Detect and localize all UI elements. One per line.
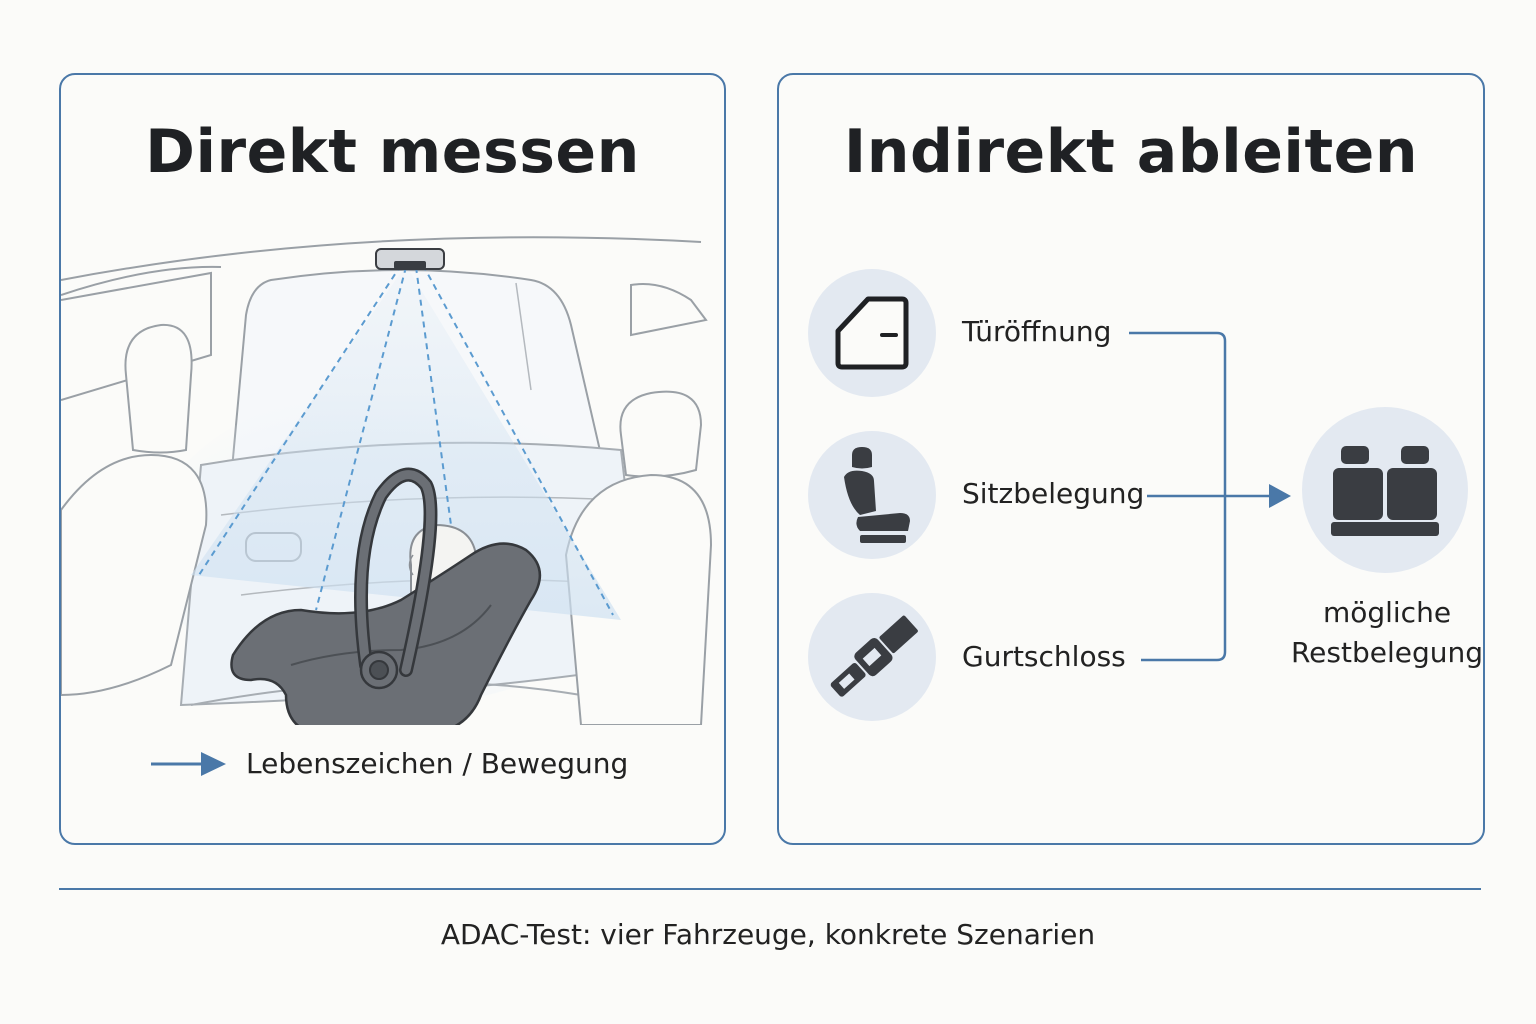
car-seat-icon <box>844 447 910 543</box>
buckle-icon-circle <box>808 593 936 721</box>
divider-line <box>59 888 1481 890</box>
arrow-right-icon <box>151 751 226 776</box>
connector-lines <box>1129 331 1291 662</box>
front-seat-left-headrest <box>124 323 193 454</box>
front-seat-right <box>564 473 713 725</box>
seat-icon-circle <box>808 431 936 559</box>
door-icon-circle <box>808 269 936 397</box>
roof-line <box>61 236 702 281</box>
legend: Lebenszeichen / Bewegung <box>151 747 628 780</box>
car-door-icon <box>835 296 909 370</box>
caption: ADAC-Test: vier Fahrzeuge, konkrete Szen… <box>440 918 1096 951</box>
radar-sensor-icon <box>375 248 445 270</box>
input-label-buckle: Gurtschloss <box>962 640 1126 673</box>
indirect-derivation-panel: Indirekt ableiten Türöffnung Sitzbelegun… <box>777 73 1485 845</box>
panel-title-direct: Direkt messen <box>145 117 640 187</box>
front-seat-right-headrest <box>619 390 703 478</box>
result-label-line2: Restbelegung <box>1290 636 1484 669</box>
legend-label: Lebenszeichen / Bewegung <box>246 747 629 780</box>
front-seat-left <box>61 453 208 697</box>
direct-measurement-panel: Direkt messen <box>59 73 726 845</box>
seatbelt-buckle-icon <box>830 615 918 697</box>
car-interior-illustration <box>61 236 713 725</box>
rear-bench-seat-icon <box>1331 446 1439 536</box>
arrow-to-result-icon <box>1269 484 1291 508</box>
panel-title-indirect: Indirekt ableiten <box>843 117 1419 187</box>
result-label: mögliche Restbelegung <box>1267 593 1484 673</box>
infant-car-seat-icon <box>230 467 541 725</box>
sensor-beams <box>198 264 614 616</box>
result-icon-circle <box>1302 407 1468 573</box>
input-label-seat: Sitzbelegung <box>962 477 1145 510</box>
result-label-line1: mögliche <box>1322 596 1452 629</box>
input-label-door: Türöffnung <box>962 315 1112 348</box>
